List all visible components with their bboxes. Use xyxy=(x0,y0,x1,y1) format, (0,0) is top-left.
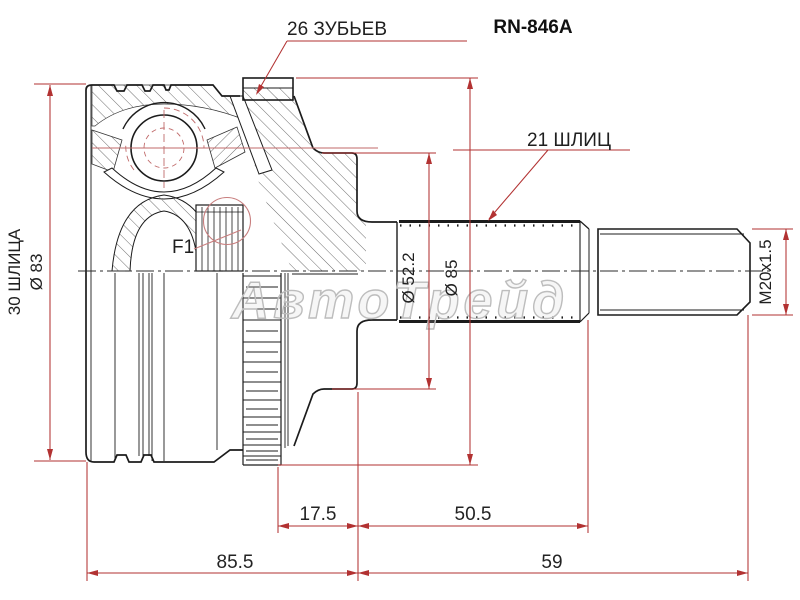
abs-ring-diameter-label: Ø 85 xyxy=(442,260,461,297)
dim-17-5-label: 17.5 xyxy=(300,504,337,525)
shaft-splines-label: 21 ШЛИЦ xyxy=(527,130,611,151)
dim-row-upper xyxy=(277,320,589,581)
bell-diameter-label: Ø 83 xyxy=(27,254,46,291)
section-hatching xyxy=(91,84,366,272)
boot-landing-diameter-label: Ø 52.2 xyxy=(399,252,418,303)
dim-thread xyxy=(752,228,793,316)
ball-phantom-lines xyxy=(92,107,378,188)
thread-label: M20x1.5 xyxy=(756,239,775,304)
dim-59-label: 59 xyxy=(541,552,562,573)
dim-boot-landing-diameter xyxy=(322,152,436,390)
text-labels: 26 ЗУБЬЕВ RN-846A 21 ШЛИЦ 30 ШЛИЦА Ø 83 … xyxy=(5,17,775,573)
detail-callout-f1: F1 xyxy=(172,196,252,258)
ring-teeth-label: 26 ЗУБЬЕВ xyxy=(287,19,387,40)
dim-85-5-label: 85.5 xyxy=(217,552,254,573)
hub-splines-label: 30 ШЛИЦА xyxy=(5,228,24,315)
dim-row-lower xyxy=(86,315,749,581)
abs-ring xyxy=(242,77,294,466)
spline-bore xyxy=(195,204,244,272)
f1-label: F1 xyxy=(172,237,194,258)
abs-ring-teeth xyxy=(243,275,281,461)
dim-abs-ring-diameter xyxy=(278,77,478,466)
leader-shaft-splines xyxy=(453,149,630,221)
leader-ring-teeth xyxy=(256,40,467,95)
watermark-text: АвтоТрейд xyxy=(230,272,569,330)
dim-bell-diameter xyxy=(34,83,86,462)
bell-lower-steps xyxy=(114,273,218,461)
threaded-end xyxy=(597,228,751,316)
dimension-lines xyxy=(34,40,793,581)
part-number-label: RN-846A xyxy=(493,17,572,38)
dim-50-5-label: 50.5 xyxy=(455,504,492,525)
